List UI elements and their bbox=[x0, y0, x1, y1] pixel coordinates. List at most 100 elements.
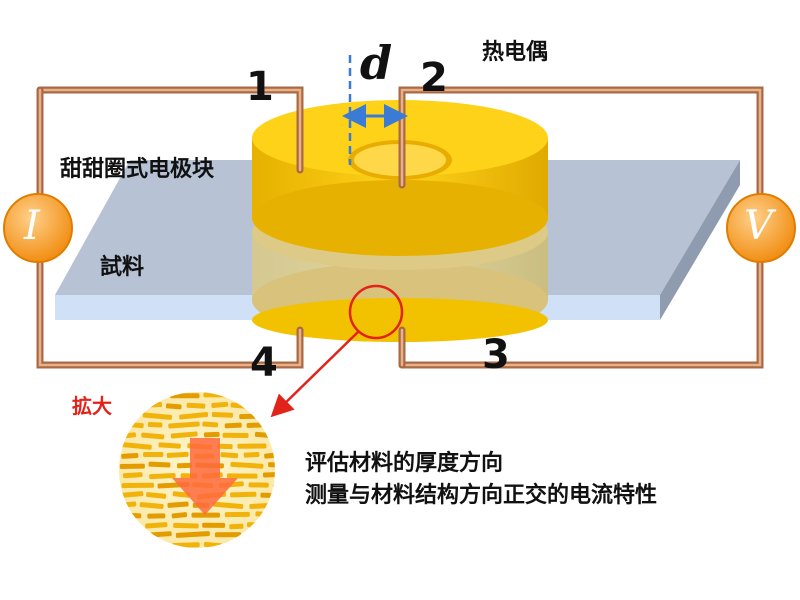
current-meter-icon bbox=[3, 193, 73, 263]
fiber-strand bbox=[121, 531, 138, 538]
description-line-2: 测量与材料结构方向正交的电流特性 bbox=[305, 483, 658, 508]
distance-symbol: d bbox=[360, 36, 393, 90]
fiber-strand bbox=[220, 452, 239, 459]
fiber-strand bbox=[222, 432, 249, 439]
fiber-strand bbox=[234, 393, 251, 400]
fiber-strand bbox=[272, 482, 275, 490]
fiber-strand bbox=[246, 422, 262, 428]
fiber-strand bbox=[246, 522, 275, 528]
fiber-strand bbox=[166, 451, 189, 458]
fiber-strand bbox=[149, 473, 176, 480]
fiber-strand bbox=[249, 503, 271, 509]
fiber-strand bbox=[147, 422, 163, 428]
fiber-strand bbox=[139, 543, 169, 548]
fiber-strand bbox=[139, 502, 164, 510]
fiber-strand bbox=[186, 402, 206, 409]
fiber-strand bbox=[158, 442, 181, 449]
fiber-strand bbox=[257, 402, 275, 409]
fiber-strand bbox=[146, 492, 167, 499]
fiber-strand bbox=[141, 402, 163, 408]
fiber-strand bbox=[121, 452, 139, 459]
fiber-strand bbox=[225, 541, 247, 548]
fiber-strand bbox=[272, 442, 275, 448]
fiber-strand bbox=[119, 522, 139, 529]
fiber-strand bbox=[202, 522, 226, 528]
fiber-strand bbox=[230, 491, 257, 498]
fiber-strand bbox=[243, 451, 260, 458]
fiber-strand bbox=[254, 392, 275, 398]
magnify-label: 拡大 bbox=[72, 394, 112, 418]
fiber-strand bbox=[168, 421, 200, 429]
fiber-strand bbox=[122, 472, 143, 479]
fiber-strand bbox=[119, 441, 152, 450]
dimension-d bbox=[342, 55, 408, 165]
fiber-strand bbox=[212, 501, 244, 510]
fiber-strand bbox=[173, 522, 199, 529]
fiber-strand bbox=[226, 473, 258, 479]
fiber-strand bbox=[252, 542, 271, 548]
description-line-1: 评估材料的厚度方向 bbox=[305, 451, 504, 476]
thermocouple-label: 热电偶 bbox=[482, 40, 549, 65]
fiber-strand bbox=[260, 492, 275, 499]
fiber-strand bbox=[230, 461, 264, 469]
fiber-strand bbox=[217, 443, 233, 450]
electrode-label-1: 1 bbox=[246, 64, 274, 110]
fiber-strand bbox=[179, 411, 209, 420]
fiber-strand bbox=[277, 503, 296, 508]
fiber-strand bbox=[211, 412, 234, 418]
fiber-strand bbox=[268, 462, 275, 468]
sample-label: 試料 bbox=[100, 255, 145, 280]
fiber-strand bbox=[150, 393, 166, 399]
fiber-strand bbox=[262, 471, 275, 478]
fiber-strand bbox=[202, 421, 219, 428]
fiber-strand bbox=[203, 392, 231, 398]
fiber-strand bbox=[224, 511, 250, 518]
fiber-strand bbox=[170, 431, 198, 439]
fiber-strand bbox=[191, 512, 220, 518]
fiber-strand bbox=[263, 412, 275, 418]
voltage-symbol: V bbox=[744, 203, 773, 249]
fiber-strand bbox=[142, 412, 172, 420]
fiber-strand bbox=[119, 392, 146, 398]
magnify-callout bbox=[270, 284, 404, 418]
fiber-strand bbox=[277, 542, 302, 548]
fiber-strand bbox=[145, 522, 168, 529]
electrode-label-3: 3 bbox=[482, 332, 510, 378]
fiber-strand bbox=[267, 422, 275, 428]
fiber-strand bbox=[237, 443, 267, 449]
fiber-strand bbox=[119, 463, 145, 470]
fiber-strand bbox=[148, 461, 171, 468]
fiber-strand bbox=[119, 403, 137, 410]
fiber-strand bbox=[119, 411, 140, 419]
electrode-label-2: 2 bbox=[420, 55, 448, 101]
fiber-strand bbox=[165, 403, 182, 410]
fiber-strand bbox=[121, 482, 155, 489]
fiber-strand bbox=[176, 462, 192, 469]
donut-electrode-label: 甜甜圈式电极块 bbox=[60, 157, 215, 182]
fiber-strand bbox=[147, 513, 166, 519]
fiber-strand bbox=[119, 542, 134, 548]
fiber-strand bbox=[214, 532, 242, 538]
fiber-strand bbox=[172, 542, 200, 548]
fiber-strand bbox=[141, 432, 165, 440]
fiber-strand bbox=[171, 512, 188, 519]
fiber-strand bbox=[248, 482, 269, 488]
fiber-strand bbox=[175, 531, 210, 538]
fiber-strand bbox=[224, 422, 242, 429]
electrode-label-4: 4 bbox=[250, 340, 278, 386]
fiber-strand bbox=[203, 431, 220, 438]
fiber-strand bbox=[120, 491, 144, 498]
current-symbol: I bbox=[24, 203, 40, 249]
fiber-strand bbox=[244, 531, 269, 538]
fiber-strand bbox=[264, 451, 275, 459]
fiber-strand bbox=[229, 523, 244, 530]
magnified-fiber-structure-icon bbox=[119, 392, 302, 548]
fiber-strand bbox=[169, 393, 200, 399]
fiber-strand bbox=[211, 401, 229, 408]
fiber-strand bbox=[239, 413, 259, 420]
fiber-strand bbox=[255, 511, 275, 519]
fiber-strand bbox=[274, 532, 275, 539]
fiber-strand bbox=[167, 501, 189, 508]
voltmeter-icon bbox=[726, 193, 796, 263]
